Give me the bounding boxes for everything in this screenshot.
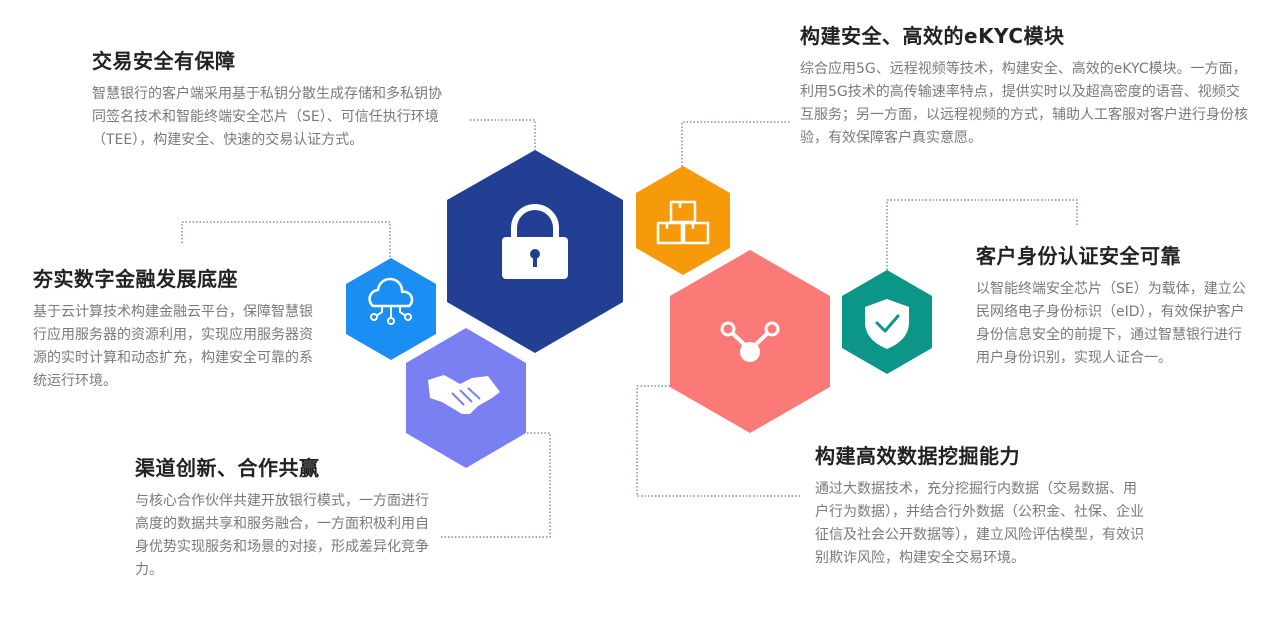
hexagon-shield — [842, 270, 932, 374]
feature-title: 客户身份认证安全可靠 — [976, 244, 1181, 268]
cloud-network-icon — [368, 277, 414, 325]
feature-title: 构建安全、高效的eKYC模块 — [800, 24, 1065, 48]
feature-title: 渠道创新、合作共赢 — [135, 456, 320, 480]
feature-description: 与核心合作伙伴共建开放银行模式，一方面进行高度的数据共享和服务融合，一方面积极利… — [135, 493, 429, 578]
feature-ekyc-module: 构建安全、高效的eKYC模块 综合应用5G、远程视频等技术，构建安全、高效的eK… — [800, 20, 1248, 150]
connector-ekyc — [681, 121, 790, 170]
connector-digital — [181, 221, 391, 258]
handshake-icon — [428, 375, 500, 414]
share-nodes-icon — [720, 321, 780, 362]
boxes-icon — [656, 200, 710, 245]
feature-channel-innovation: 渠道创新、合作共赢 与核心合作伙伴共建开放银行模式，一方面进行高度的数据共享和服… — [135, 452, 433, 582]
feature-trade-security: 交易安全有保障 智慧银行的客户端采用基于私钥分散生成存储和多私钥协同签名技术和智… — [92, 45, 454, 152]
hexagon-lock — [447, 150, 623, 353]
connector-trade — [470, 119, 536, 150]
feature-title: 构建高效数据挖掘能力 — [815, 444, 1020, 468]
hexagon-cloud — [346, 258, 436, 360]
feature-identity-auth: 客户身份认证安全可靠 以智能终端安全芯片（SE）为载体，建立公民网络电子身份标识… — [976, 240, 1254, 370]
hexagon-handshake — [406, 328, 526, 468]
feature-description: 基于云计算技术构建金融云平台，保障智慧银行应用服务器的资源利用，实现应用服务器资… — [33, 304, 313, 389]
hexagon-boxes — [636, 166, 730, 275]
feature-description: 以智能终端安全芯片（SE）为载体，建立公民网络电子身份标识（eID），有效保护客… — [976, 281, 1246, 366]
lock-icon — [502, 204, 568, 279]
shield-check-icon — [865, 299, 909, 349]
feature-title: 交易安全有保障 — [92, 49, 236, 73]
connector-identity — [886, 199, 1078, 270]
hexagon-share — [670, 250, 830, 433]
feature-description: 通过大数据技术，充分挖掘行内数据（交易数据、用户行为数据），并结合行外数据（公积… — [815, 481, 1144, 566]
connector-data — [636, 385, 800, 497]
hexagon-boxes-shape — [636, 166, 730, 275]
feature-digital-finance: 夯实数字金融发展底座 基于云计算技术构建金融云平台，保障智慧银行应用服务器的资源… — [33, 263, 315, 393]
feature-title: 夯实数字金融发展底座 — [33, 267, 238, 291]
feature-description: 智慧银行的客户端采用基于私钥分散生成存储和多私钥协同签名技术和智能终端安全芯片（… — [92, 86, 442, 148]
feature-data-mining: 构建高效数据挖掘能力 通过大数据技术，充分挖掘行内数据（交易数据、用户行为数据）… — [815, 440, 1145, 570]
hexagon-share-shape — [670, 250, 830, 433]
feature-description: 综合应用5G、远程视频等技术，构建安全、高效的eKYC模块。一方面，利用5G技术… — [800, 61, 1248, 146]
